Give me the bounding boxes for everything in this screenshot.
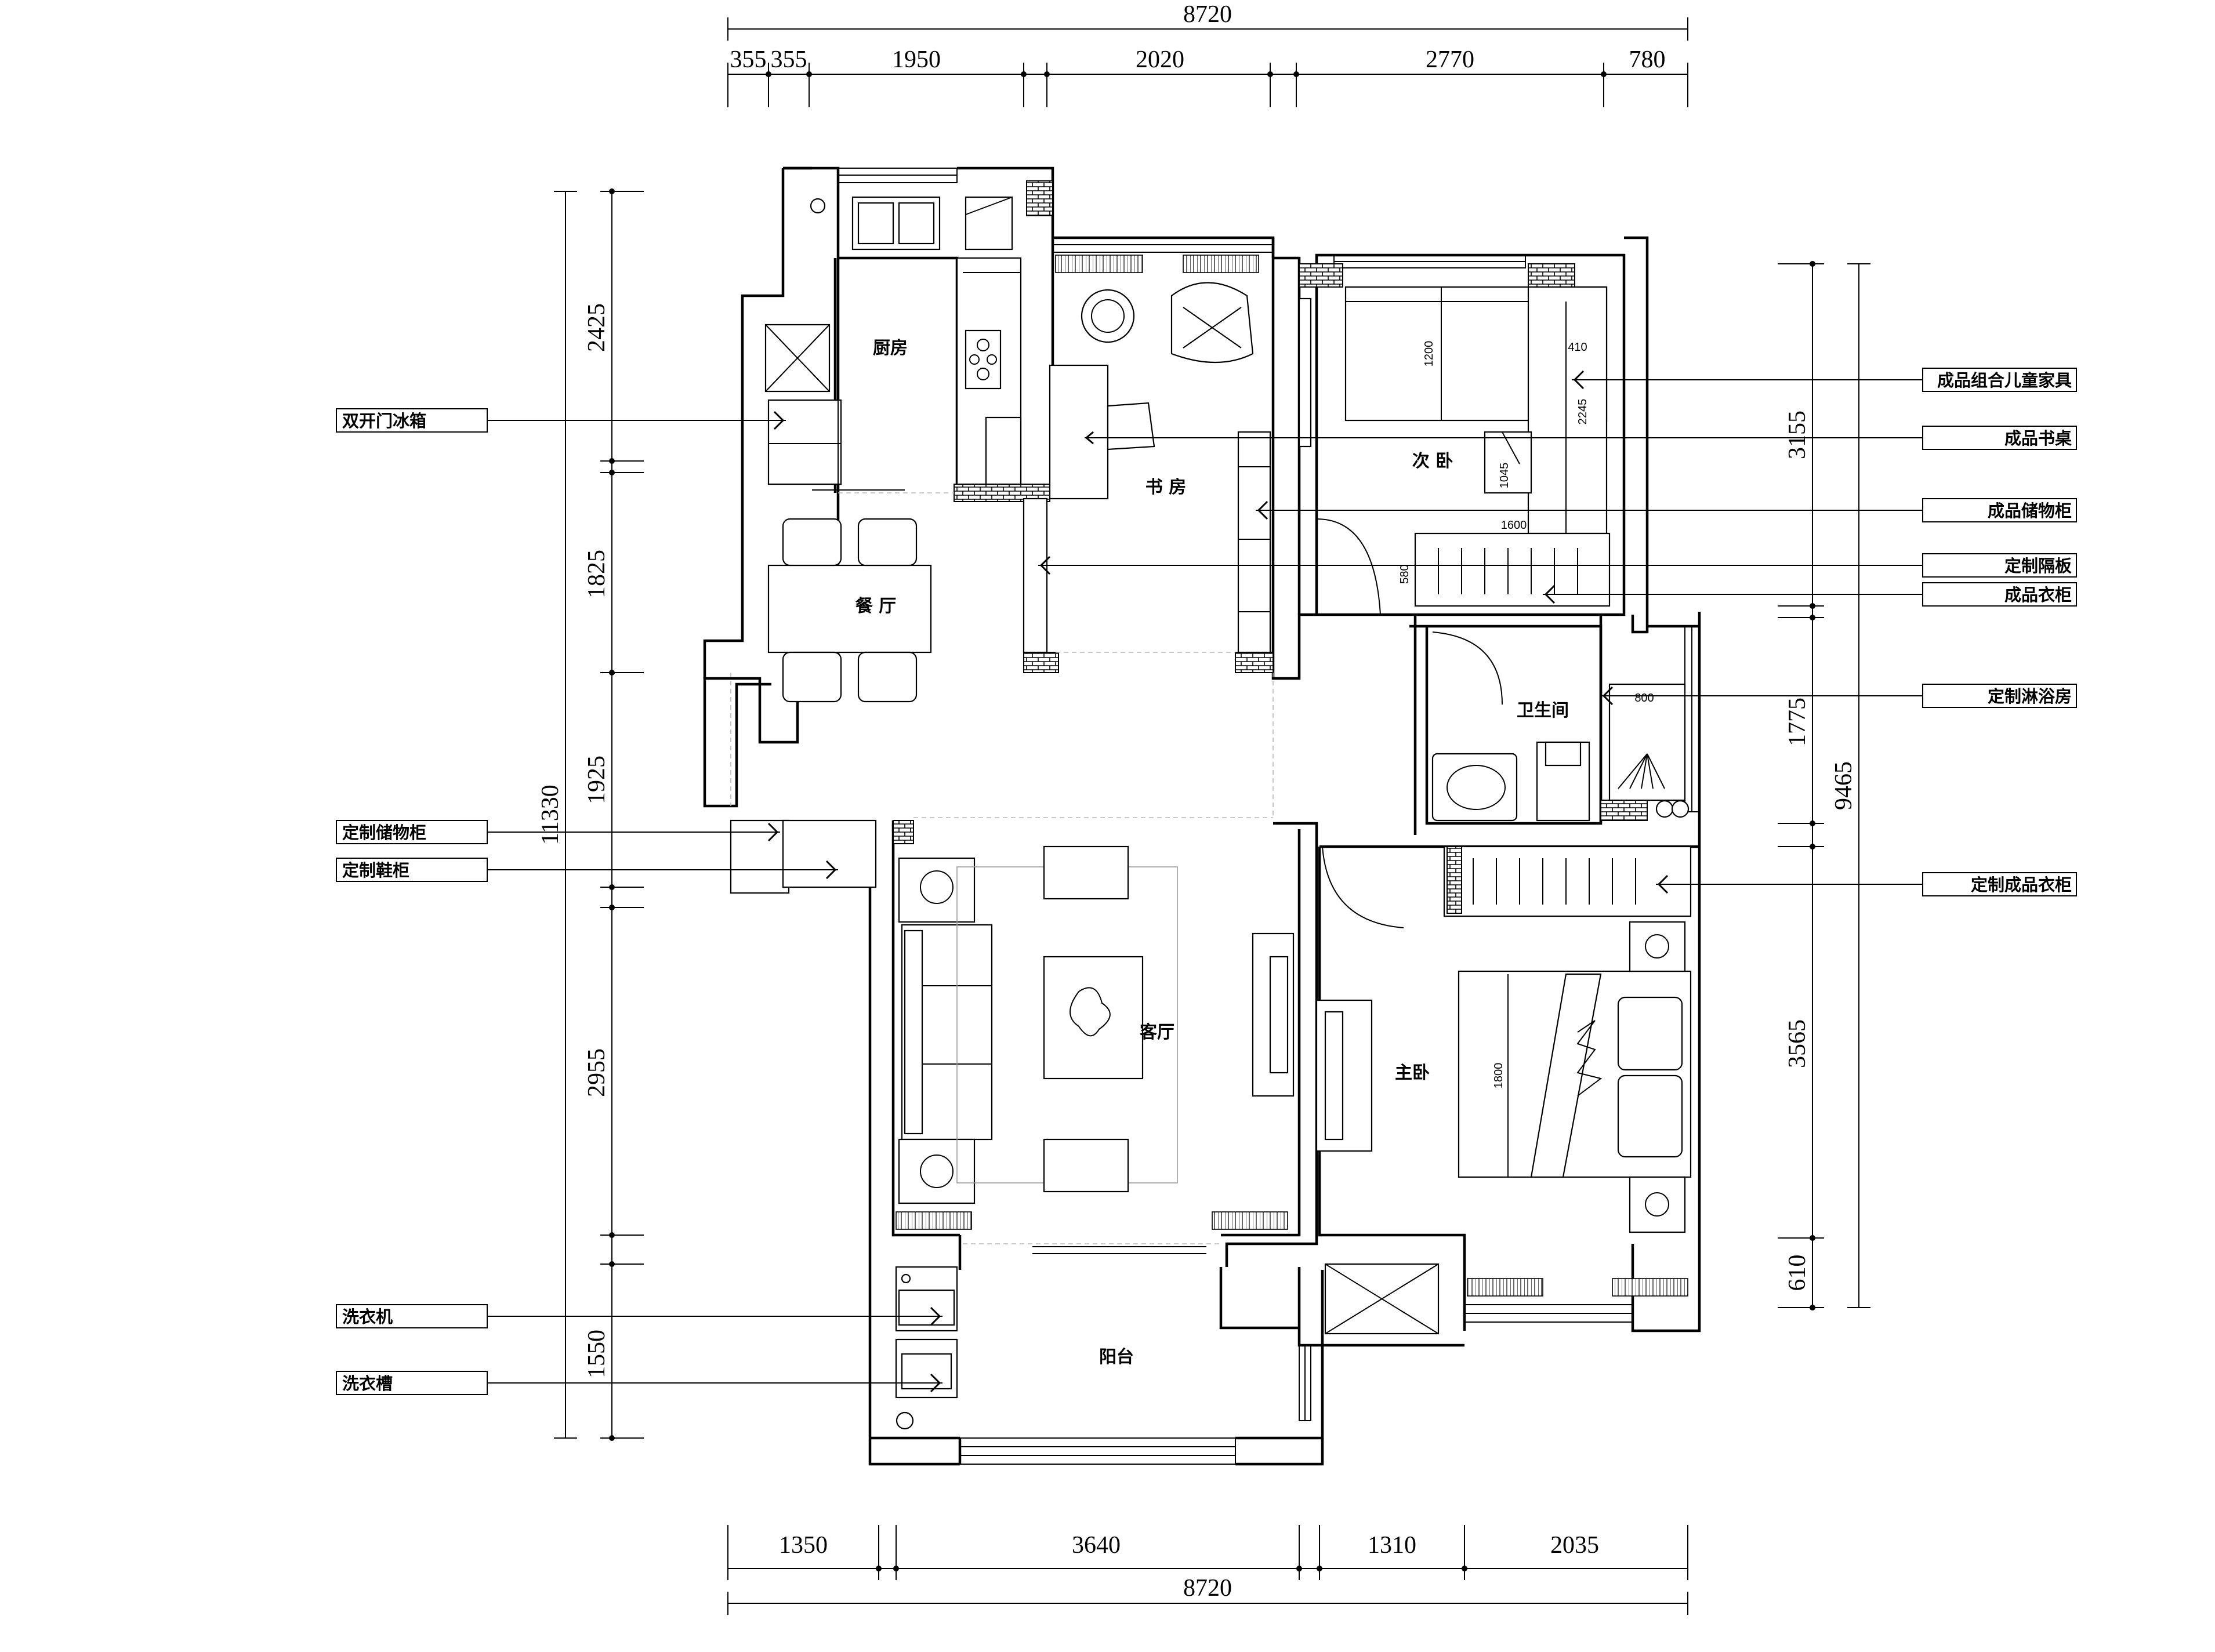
left-dim-5: 1550 bbox=[583, 1330, 610, 1378]
label-storage-unit: 成品储物柜 bbox=[1988, 501, 2072, 521]
master-bed-dim: 1800 bbox=[1492, 1063, 1505, 1089]
label-custom-wardrobe: 定制成品衣柜 bbox=[1971, 875, 2072, 895]
left-labels: 双开门冰箱 定制储物柜 定制鞋柜 洗衣机 洗衣槽 bbox=[336, 408, 942, 1395]
left-total-dim: 11330 bbox=[537, 785, 564, 844]
room-second-bedroom: 次 卧 bbox=[1412, 451, 1453, 471]
inner-dimensions: 1200 410 2245 1045 1600 580 800 1800 bbox=[1398, 287, 1654, 1177]
bottom-dim-2: 3640 bbox=[1072, 1532, 1121, 1559]
label-shoe-cabinet: 定制鞋柜 bbox=[342, 861, 409, 880]
walls bbox=[703, 166, 1701, 1466]
bottom-dim-1: 1350 bbox=[779, 1532, 828, 1559]
label-wardrobe: 成品衣柜 bbox=[2004, 585, 2072, 605]
right-dim-2: 1775 bbox=[1784, 698, 1811, 746]
top-dim-2: 355 bbox=[771, 46, 807, 73]
top-dim-3: 1950 bbox=[892, 46, 941, 73]
top-dim-4: 2020 bbox=[1136, 46, 1184, 73]
label-shower: 定制淋浴房 bbox=[1988, 687, 2072, 706]
wardrobe-hangers bbox=[1438, 548, 1578, 594]
bottom-total-dim: 8720 bbox=[1183, 1575, 1232, 1602]
top-dim-1: 355 bbox=[730, 46, 767, 73]
label-partition: 定制隔板 bbox=[2004, 556, 2072, 576]
left-dim-1: 2425 bbox=[583, 303, 610, 352]
room-living: 客厅 bbox=[1140, 1022, 1174, 1043]
label-children-furniture: 成品组合儿童家具 bbox=[1937, 371, 2072, 390]
top-total-dim: 8720 bbox=[1183, 1, 1232, 28]
right-dimensions: 3155 1775 3565 610 9465 bbox=[1778, 261, 1870, 1310]
room-dining: 餐 厅 bbox=[855, 596, 896, 616]
room-balcony: 阳台 bbox=[1099, 1347, 1134, 1367]
windows bbox=[838, 168, 1700, 1465]
right-dim-1: 3155 bbox=[1784, 411, 1811, 459]
top-dimensions: 8720 355 355 1950 2020 2770 780 bbox=[727, 1, 1688, 107]
right-total-dim: 9465 bbox=[1830, 761, 1857, 810]
wardrobe-width-dim: 1600 bbox=[1501, 519, 1527, 532]
left-dim-2: 1825 bbox=[583, 550, 610, 598]
label-fridge: 双开门冰箱 bbox=[342, 411, 426, 431]
top-dim-6: 780 bbox=[1629, 46, 1666, 73]
room-bathroom: 卫生间 bbox=[1517, 700, 1569, 721]
label-desk: 成品书桌 bbox=[2004, 429, 2072, 448]
master-wardrobe-hangers bbox=[1473, 858, 1636, 905]
room-master-bedroom: 主卧 bbox=[1395, 1063, 1430, 1083]
right-labels: 成品组合儿童家具 成品书桌 成品储物柜 定制隔板 成品衣柜 定制淋浴房 定制成品… bbox=[1038, 368, 2077, 896]
desk-size-dim: 1045 bbox=[1498, 463, 1511, 489]
bottom-dimensions: 1350 3640 1310 2035 8720 bbox=[727, 1525, 1688, 1615]
left-dim-4: 2955 bbox=[583, 1048, 610, 1097]
label-storage-cabinet: 定制储物柜 bbox=[342, 823, 426, 843]
bed2-length-dim: 2245 bbox=[1576, 399, 1589, 425]
openings bbox=[730, 492, 1274, 1244]
room-study: 书 房 bbox=[1145, 477, 1186, 498]
label-washing-machine: 洗衣机 bbox=[342, 1307, 393, 1327]
bottom-dim-3: 1310 bbox=[1368, 1532, 1416, 1559]
bottom-dim-4: 2035 bbox=[1550, 1532, 1599, 1559]
track-strips bbox=[896, 255, 1688, 1297]
right-dim-3: 3565 bbox=[1784, 1019, 1811, 1068]
bed2-width-dim: 1200 bbox=[1423, 341, 1435, 367]
wardrobe-depth-dim: 580 bbox=[1398, 564, 1411, 583]
room-kitchen: 厨房 bbox=[873, 338, 908, 358]
label-laundry-sink: 洗衣槽 bbox=[342, 1374, 393, 1393]
left-dimensions: 11330 2425 1825 1925 2955 1550 bbox=[537, 188, 644, 1441]
top-dim-5: 2770 bbox=[1426, 46, 1474, 73]
shower-dim: 800 bbox=[1634, 692, 1654, 705]
right-dim-4: 610 bbox=[1784, 1255, 1811, 1291]
bed2-side-dim: 410 bbox=[1568, 341, 1587, 354]
left-dim-3: 1925 bbox=[583, 756, 610, 804]
room-labels: 厨房 书 房 次 卧 餐 厅 卫生间 客厅 主卧 阳台 bbox=[855, 338, 1569, 1367]
